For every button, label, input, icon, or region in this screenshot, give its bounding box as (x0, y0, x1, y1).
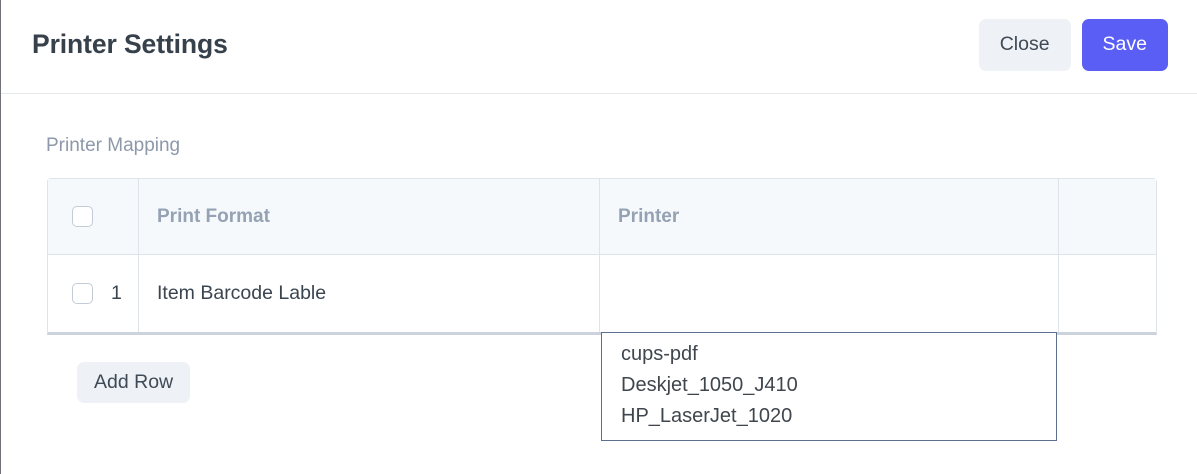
cell-extra (1059, 255, 1156, 332)
select-all-checkbox[interactable] (72, 206, 93, 227)
row-checkbox[interactable] (72, 283, 93, 304)
header-actions: Close Save (978, 19, 1168, 71)
dialog-header: Printer Settings Close Save (1, 0, 1197, 94)
table-header-print-format[interactable]: Print Format (139, 179, 600, 254)
cell-print-format[interactable]: Item Barcode Lable (139, 255, 600, 332)
table-header-printer[interactable]: Printer (600, 179, 1059, 254)
printer-mapping-table: Print Format Printer 1 Item Barcode Labl… (47, 178, 1157, 335)
cell-printer[interactable] (600, 255, 1059, 332)
page-title: Printer Settings (32, 29, 228, 59)
table-header-select-cell (48, 179, 139, 254)
table-header-extra (1059, 179, 1156, 254)
printer-input[interactable] (618, 255, 1040, 332)
save-button[interactable]: Save (1081, 19, 1168, 71)
printer-options-dropdown[interactable]: cups-pdf Deskjet_1050_J410 HP_LaserJet_1… (601, 332, 1057, 441)
row-select-cell: 1 (48, 255, 139, 332)
section-label-printer-mapping: Printer Mapping (46, 135, 181, 156)
column-header-label: Printer (618, 205, 680, 227)
dropdown-option-hp-laserjet[interactable]: HP_LaserJet_1020 (621, 405, 793, 427)
dialog-body: Printer Mapping Print Format Printer (1, 94, 1197, 474)
table-row: 1 Item Barcode Lable (48, 255, 1156, 332)
dropdown-option-deskjet[interactable]: Deskjet_1050_J410 (621, 374, 798, 396)
dropdown-option-cups-pdf[interactable]: cups-pdf (621, 343, 698, 365)
print-format-value: Item Barcode Lable (157, 282, 327, 304)
row-index: 1 (111, 282, 122, 304)
table-header-row: Print Format Printer (48, 179, 1156, 255)
add-row-button[interactable]: Add Row (77, 362, 191, 403)
close-button[interactable]: Close (978, 19, 1071, 71)
column-header-label: Print Format (157, 205, 270, 227)
